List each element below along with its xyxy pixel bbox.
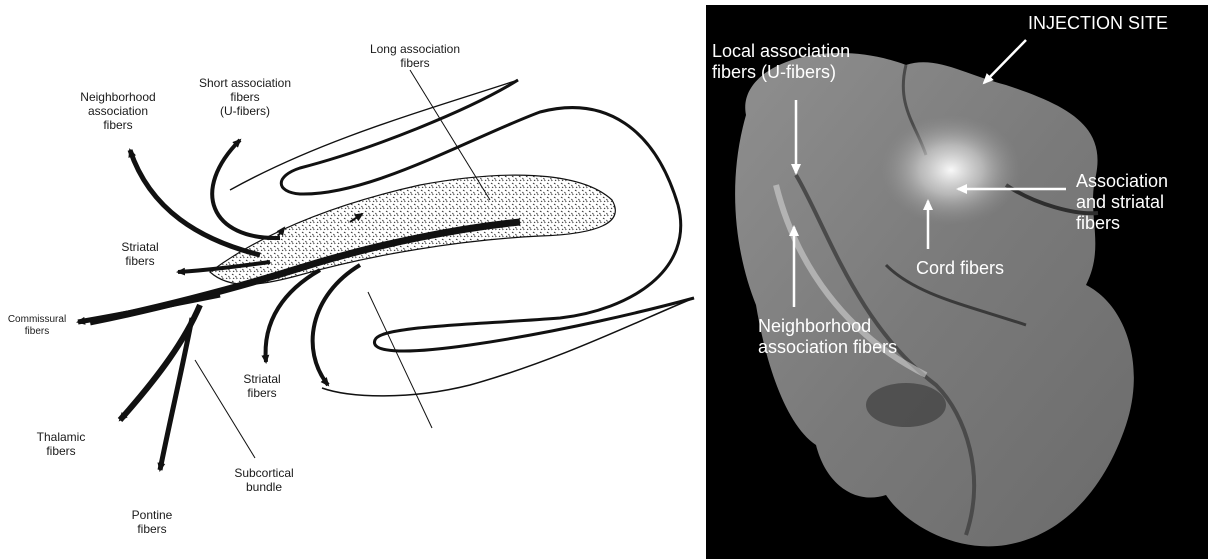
leader-cord-fibers [368,292,432,428]
label-striatal-lower: Striatal fibers [230,372,294,400]
white-matter-core [210,175,615,284]
label-subcortical: Subcortical bundle [228,466,300,494]
label-thalamic: Thalamic fibers [28,430,94,458]
brain-section-micrograph-panel: INJECTION SITE Local association fibers … [706,5,1208,559]
label-local-association: Local association fibers (U-fibers) [712,41,850,83]
short-association-arrow [212,140,280,238]
label-short-association: Short association fibers (U-fibers) [180,76,310,118]
schematic-diagram-panel: Long association fibers Short associatio… [0,0,705,559]
label-association-striatal: Association and striatal fibers [1076,171,1168,234]
label-long-association: Long association fibers [355,42,475,70]
pontine-bundle [160,318,192,470]
cord-fibers-arrow [313,265,360,385]
label-neighborhood-right: Neighborhood association fibers [758,316,897,358]
label-pontine: Pontine fibers [120,508,184,536]
descending-bundle [120,305,200,420]
schematic-drawing [0,0,705,559]
label-commissural: Commissural fibers [0,314,74,338]
brain-section-image [706,5,1208,559]
label-cord-fibers-right: Cord fibers [916,258,1004,279]
dark-region [866,383,946,427]
label-neighborhood-association: Neighborhood association fibers [68,90,168,132]
injection-glow [881,115,1021,225]
label-striatal-upper: Striatal fibers [108,240,172,268]
arrow-injection-site [984,40,1026,83]
label-injection-site: INJECTION SITE [1028,13,1168,34]
